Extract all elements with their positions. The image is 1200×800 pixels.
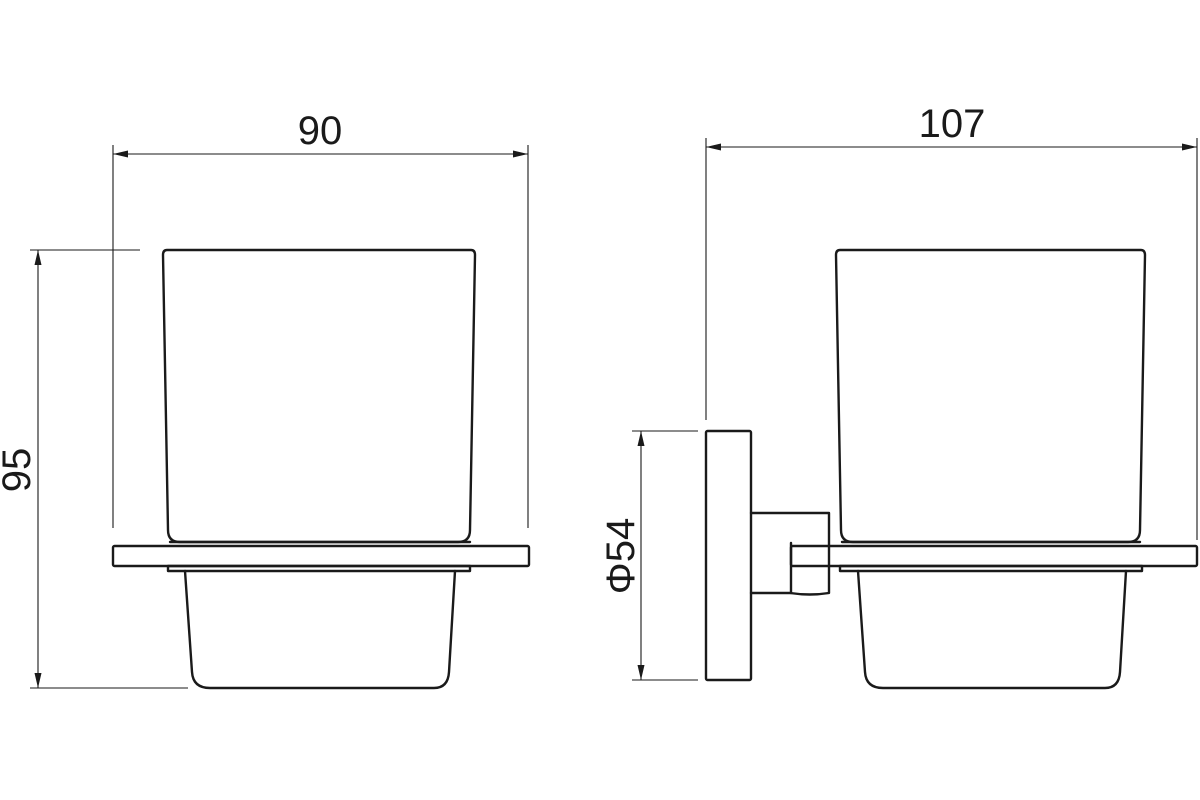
side-view: 107 Φ54 <box>599 102 1199 690</box>
front-height-arrow-top <box>34 250 42 265</box>
front-view: 90 95 <box>0 109 531 690</box>
front-cup-upper <box>161 248 477 544</box>
side-diameter-arrow-top <box>637 431 645 446</box>
side-shelf-plate <box>789 544 1199 568</box>
front-cup-lower <box>183 569 457 690</box>
side-cup-lower <box>856 569 1128 690</box>
side-width-label: 107 <box>919 102 986 146</box>
side-width-arrow-right <box>1182 143 1197 151</box>
side-ring <box>838 564 1144 573</box>
side-wall-plate <box>704 429 753 682</box>
side-diameter-arrow-bottom <box>637 665 645 680</box>
front-shelf-plate <box>111 544 531 568</box>
front-ring <box>166 564 472 573</box>
front-width-arrow-right <box>513 150 528 158</box>
side-diameter-label: Φ54 <box>599 518 643 594</box>
front-width-arrow-left <box>113 150 128 158</box>
front-width-label: 90 <box>298 109 343 153</box>
side-cup-upper <box>834 248 1147 544</box>
side-width-arrow-left <box>706 143 721 151</box>
front-height-arrow-bottom <box>34 673 42 688</box>
front-height-label: 95 <box>0 448 39 493</box>
